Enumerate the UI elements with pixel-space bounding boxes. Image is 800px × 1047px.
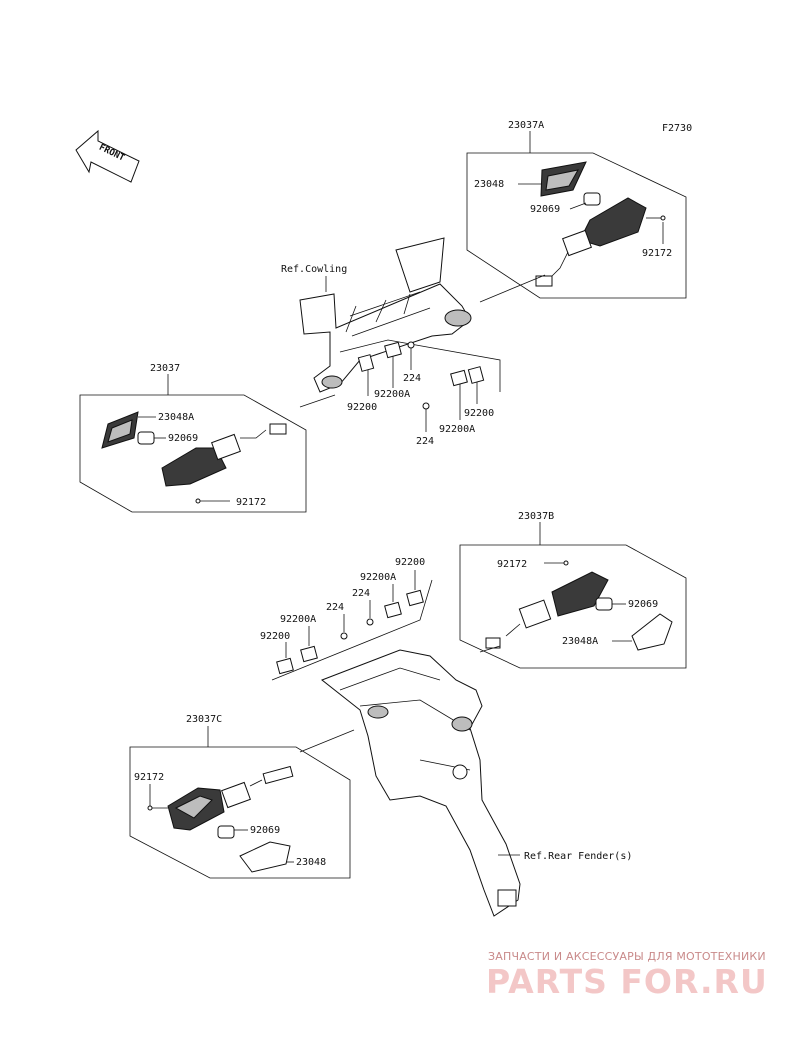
figure-code: F2730 (662, 123, 692, 134)
group-rear-left-outline (129, 746, 351, 879)
ref-cowling-label: Ref.Cowling (281, 264, 347, 275)
rear-right-lens-label: 23048A (562, 636, 598, 647)
front-bracket-icon (299, 237, 472, 393)
front-right-screw-label: 92172 (642, 248, 672, 259)
watermark-logo: PARTS FOR.RU (486, 962, 768, 1001)
front-mount-nut-label: 224 (403, 373, 421, 384)
group-rear-left: 23037C 92172 92069 23048 (129, 714, 351, 879)
rear-left-lens-label: 23048 (296, 857, 326, 868)
group-rear-left-title: 23037C (186, 714, 222, 725)
rear-fender-icon (321, 649, 521, 917)
front-mount-plate-label: 92200 (347, 402, 377, 413)
rear-mount-nut-label: 224 (326, 602, 344, 613)
group-front-right-title: 23037A (508, 120, 544, 131)
group-rear-right-outline (459, 544, 687, 669)
front-left-screw-label: 92172 (236, 497, 266, 508)
ref-rear-fender-label: Ref.Rear Fender(s) (524, 851, 632, 862)
front-mounts: 224 92200A 92200 92200 92200A 224 (339, 339, 501, 447)
front-arrow-icon: FRONT (75, 129, 140, 183)
group-front-right: 23037A 23048 92069 92172 (466, 120, 687, 299)
front-mount-plate2-label: 92200 (464, 408, 494, 419)
front-mount-plate-a-label: 92200A (374, 389, 410, 400)
front-left-lens-label: 23048A (158, 412, 194, 423)
rear-mount-plate2-label: 92200 (395, 557, 425, 568)
rear-right-bulb-label: 92069 (628, 599, 658, 610)
group-rear-right: 23037B 92172 92069 23048A (459, 511, 687, 669)
front-mount-nut2-label: 224 (416, 436, 434, 447)
rear-mount-nut2-label: 224 (352, 588, 370, 599)
group-front-left: 23037 23048A 92069 92172 (79, 363, 307, 513)
group-front-left-outline (79, 394, 307, 513)
rear-mount-plate-a2-label: 92200A (360, 572, 396, 583)
front-left-bulb-label: 92069 (168, 433, 198, 444)
group-front-left-title: 23037 (150, 363, 180, 374)
front-mount-plate-a2-label: 92200A (439, 424, 475, 435)
rear-mount-plate-a-label: 92200A (280, 614, 316, 625)
rear-left-screw-label: 92172 (134, 772, 164, 783)
bulb-icon (583, 192, 601, 206)
rear-mount-plate-label: 92200 (260, 631, 290, 642)
front-right-lens-label: 23048 (474, 179, 504, 190)
group-rear-right-title: 23037B (518, 511, 554, 522)
front-right-bulb-label: 92069 (530, 204, 560, 215)
rear-left-bulb-label: 92069 (250, 825, 280, 836)
group-front-right-outline (466, 152, 687, 299)
rear-mounts: 92200 92200A 224 224 92200A 92200 (260, 557, 433, 681)
rear-right-screw-label: 92172 (497, 559, 527, 570)
watermark-subtitle: ЗАПЧАСТИ И АКСЕССУАРЫ ДЛЯ МОТОТЕХНИКИ (488, 950, 766, 963)
